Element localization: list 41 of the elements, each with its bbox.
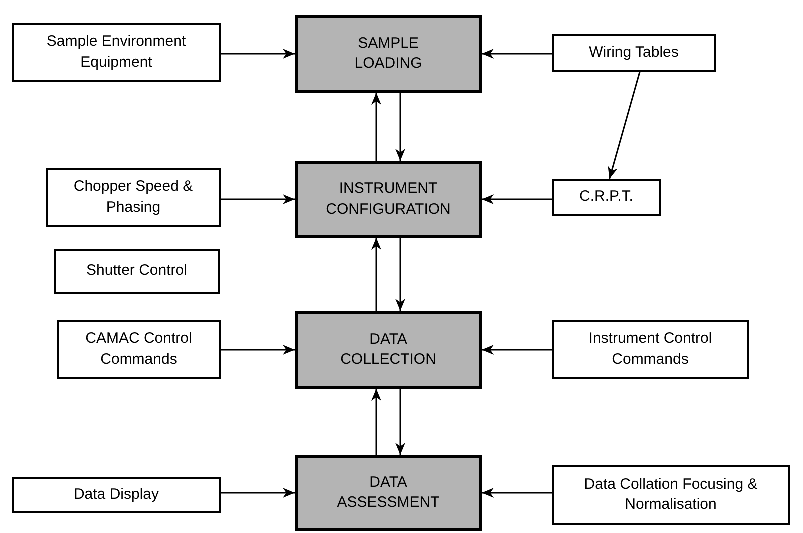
process-box	[295, 455, 482, 531]
arrow	[482, 194, 552, 204]
arrow	[221, 488, 295, 498]
arrow	[608, 72, 641, 180]
process-label: SAMPLE LOADING	[354, 34, 424, 74]
arrow	[372, 238, 382, 311]
input-label: Data Collation Focusing & Normalisation	[583, 474, 759, 515]
input-box	[552, 465, 790, 525]
input-label: Shutter Control	[86, 261, 188, 282]
process-label: DATA COLLECTION	[340, 330, 438, 370]
process-box	[295, 15, 482, 93]
input-box	[54, 249, 220, 294]
arrow	[372, 389, 382, 455]
input-box	[57, 320, 221, 379]
arrow	[221, 194, 295, 204]
arrow	[396, 93, 406, 161]
arrow	[482, 488, 552, 498]
arrow	[396, 238, 406, 311]
input-label: Wiring Tables	[588, 42, 680, 63]
process-label: DATA ASSESSMENT	[336, 472, 441, 513]
input-label: C.R.P.T.	[578, 187, 634, 208]
input-label: Data Display	[72, 484, 160, 505]
input-box	[552, 179, 661, 216]
input-box	[46, 168, 221, 227]
input-box	[12, 23, 221, 82]
input-label: CAMAC Control Commands	[84, 329, 194, 370]
input-label: Sample Environment Equipment	[46, 32, 188, 72]
input-box	[552, 320, 749, 379]
input-box	[12, 477, 221, 513]
process-box	[295, 311, 482, 389]
arrow	[482, 345, 552, 355]
arrow	[396, 389, 406, 455]
arrow	[221, 345, 295, 355]
arrow	[372, 93, 382, 161]
arrow	[482, 49, 552, 59]
input-label: Instrument Control Commands	[588, 329, 714, 370]
process-label: INSTRUMENT CONFIGURATION	[325, 179, 452, 220]
input-box	[552, 34, 716, 72]
input-label: Chopper Speed & Phasing	[72, 177, 194, 218]
process-box	[295, 161, 482, 238]
arrow	[221, 49, 295, 59]
